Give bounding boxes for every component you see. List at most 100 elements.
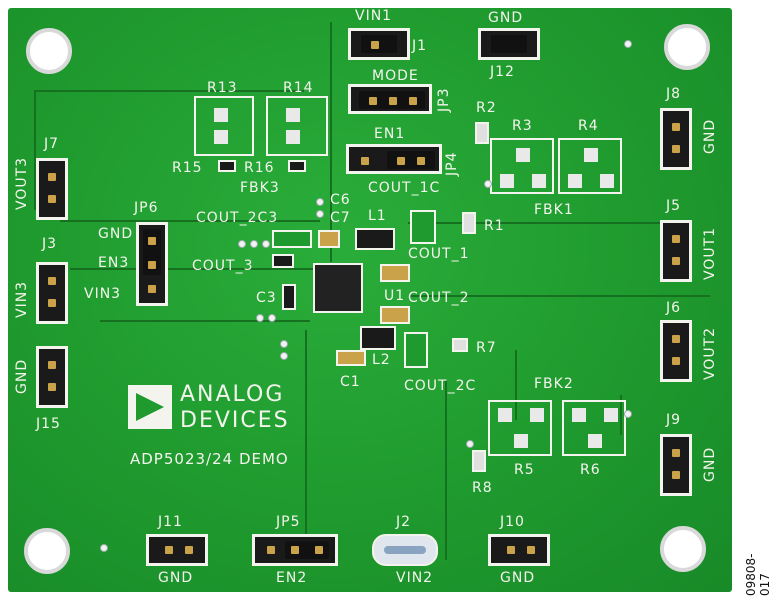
- vout2-label: VOUT2: [702, 326, 718, 380]
- trace: [100, 320, 310, 322]
- trace: [305, 330, 307, 540]
- r2-label: R2: [476, 100, 497, 116]
- j3-header[interactable]: [36, 262, 68, 324]
- mounting-hole-top-left: [26, 28, 72, 74]
- c1-capacitor: [336, 350, 366, 366]
- r15-label: R15: [172, 160, 203, 176]
- analog-devices-logo: [128, 385, 172, 429]
- c7-label: C7: [330, 210, 351, 226]
- cout-2c3-label: COUT_2C3: [196, 210, 279, 226]
- r4-label: R4: [578, 118, 599, 134]
- vout3-label: VOUT3: [14, 156, 30, 210]
- cout-3-capacitor: [272, 254, 294, 268]
- j9-header[interactable]: [660, 434, 692, 496]
- r6-label: R6: [580, 462, 601, 478]
- mounting-hole-bottom-left: [24, 528, 70, 574]
- c7-capacitor: [318, 230, 340, 248]
- via: [316, 198, 324, 206]
- r2-resistor: [475, 122, 489, 144]
- trace: [34, 90, 304, 92]
- c1-label: C1: [340, 374, 361, 390]
- via: [280, 340, 288, 348]
- via: [262, 240, 270, 248]
- j15-label: J15: [36, 416, 61, 432]
- r13-label: R13: [207, 80, 238, 96]
- j12-label: J12: [490, 64, 515, 80]
- via: [238, 240, 246, 248]
- l1-inductor: [355, 228, 395, 250]
- j1-header[interactable]: [348, 28, 410, 60]
- j10-label: J10: [500, 514, 525, 530]
- jp4-header[interactable]: [346, 144, 442, 174]
- r4-footprint: [558, 138, 622, 194]
- gnd-j15-label: GND: [14, 358, 30, 394]
- r7-label: R7: [476, 340, 497, 356]
- u1-label: U1: [384, 288, 406, 304]
- vin1-label: VIN1: [355, 8, 393, 24]
- jp6-header[interactable]: [136, 222, 168, 306]
- trace: [410, 295, 710, 297]
- c3-capacitor: [282, 284, 296, 310]
- fbk2-label: FBK2: [534, 376, 574, 392]
- cout-2-label: COUT_2: [408, 290, 470, 306]
- gnd-j11-label: GND: [158, 570, 194, 586]
- trace: [515, 350, 517, 420]
- j3-label: J3: [42, 236, 58, 252]
- r5-footprint: [488, 400, 552, 456]
- fbk1-label: FBK1: [534, 202, 574, 218]
- jp4-label: JP4: [444, 151, 460, 176]
- r8-label: R8: [472, 480, 493, 496]
- trace: [70, 268, 315, 270]
- jp5-header[interactable]: [252, 534, 338, 566]
- brand-line1: ANALOG: [180, 382, 285, 407]
- en2-label: EN2: [276, 570, 308, 586]
- j8-label: J8: [666, 86, 682, 102]
- brand-line2: DEVICES: [180, 408, 290, 433]
- vin3-label: VIN3: [14, 280, 30, 318]
- j10-header[interactable]: [488, 534, 550, 566]
- jp3-header[interactable]: [348, 84, 432, 114]
- r16-resistor: [288, 160, 306, 172]
- j8-header[interactable]: [660, 108, 692, 170]
- r3-label: R3: [512, 118, 533, 134]
- vout1-label: VOUT1: [702, 226, 718, 280]
- figure-code: 09808-017: [744, 553, 772, 596]
- l1-label: L1: [368, 208, 387, 224]
- c3-label: C3: [256, 290, 277, 306]
- via: [280, 352, 288, 360]
- jp5-label: JP5: [276, 514, 301, 530]
- j2-label: J2: [396, 514, 412, 530]
- r16-label: R16: [244, 160, 275, 176]
- j7-header[interactable]: [36, 158, 68, 220]
- r8-resistor: [472, 450, 486, 472]
- gnd-top-label: GND: [488, 10, 524, 26]
- fbk3-label: FBK3: [240, 180, 280, 196]
- trace: [34, 90, 36, 210]
- vin3-jp6-label: VIN3: [84, 286, 122, 302]
- j6-header[interactable]: [660, 320, 692, 382]
- r5-label: R5: [514, 462, 535, 478]
- cout-1c-capacitor: [410, 210, 436, 244]
- vin2-label: VIN2: [396, 570, 434, 586]
- l2-label: L2: [372, 352, 391, 368]
- r7-resistor: [452, 338, 468, 352]
- via: [250, 240, 258, 248]
- via: [466, 440, 474, 448]
- trace: [60, 220, 320, 222]
- j5-header[interactable]: [660, 220, 692, 282]
- cout-2c-label: COUT_2C: [404, 378, 477, 394]
- j11-header[interactable]: [146, 534, 208, 566]
- r14-label: R14: [283, 80, 314, 96]
- j7-label: J7: [44, 136, 60, 152]
- trace: [408, 222, 660, 224]
- cout-2c-capacitor: [404, 332, 428, 368]
- j12-header[interactable]: [478, 28, 540, 60]
- via: [100, 544, 108, 552]
- cout-1c-label: COUT_1C: [368, 180, 441, 196]
- j2-solder-pad[interactable]: [372, 534, 438, 566]
- l2-inductor: [360, 326, 396, 350]
- cout-2-capacitor: [380, 306, 410, 324]
- gnd-j8-label: GND: [702, 118, 718, 154]
- r1-resistor: [462, 212, 476, 234]
- j15-header[interactable]: [36, 346, 68, 408]
